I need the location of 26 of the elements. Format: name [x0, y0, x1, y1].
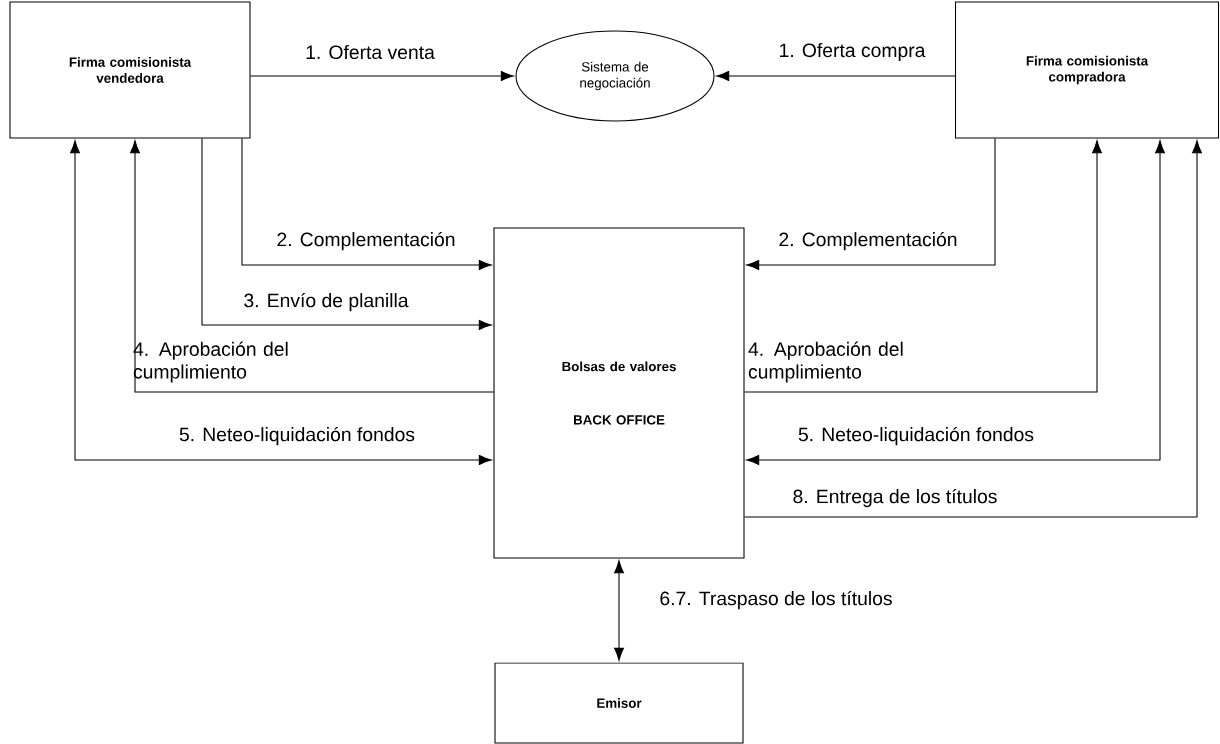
arrow: [241, 138, 492, 270]
edge-label: 5. Neteo-liquidación fondos: [179, 426, 415, 446]
edge-label: 3. Envío de planilla: [244, 292, 409, 312]
edge-label: 4. Aprobación del cumplimiento: [748, 341, 903, 383]
process-box: Firma comisionista vendedora: [9, 1, 251, 139]
arrow: [201, 138, 492, 330]
arrow: [614, 560, 624, 661]
edge-label: 2. Complementación: [277, 231, 455, 251]
arrow: [250, 71, 514, 81]
arrow: [746, 138, 996, 270]
arrow: [744, 140, 1102, 393]
edge-label: 8. Entrega de los títulos: [793, 488, 997, 508]
edge-label: 1. Oferta compra: [780, 43, 926, 61]
arrow: [130, 140, 494, 393]
edge-label: 2. Complementación: [779, 231, 957, 251]
process-box: Firma comisionista compradora: [954, 1, 1220, 139]
edge-label: 4. Aprobación del cumplimiento: [133, 341, 288, 383]
arrow: [70, 140, 492, 465]
arrow: [716, 71, 956, 81]
edge-label: 1. Oferta venta: [306, 44, 435, 60]
arrow: [744, 140, 1202, 518]
edge-label: 5. Neteo-liquidación fondos: [798, 426, 1034, 446]
edge-label: 6.7. Traspaso de los títulos: [660, 590, 892, 610]
process-box: Bolsas de valores BACK OFFICE: [493, 227, 745, 559]
arrow: [746, 140, 1165, 465]
process-box: Emisor: [494, 662, 744, 744]
